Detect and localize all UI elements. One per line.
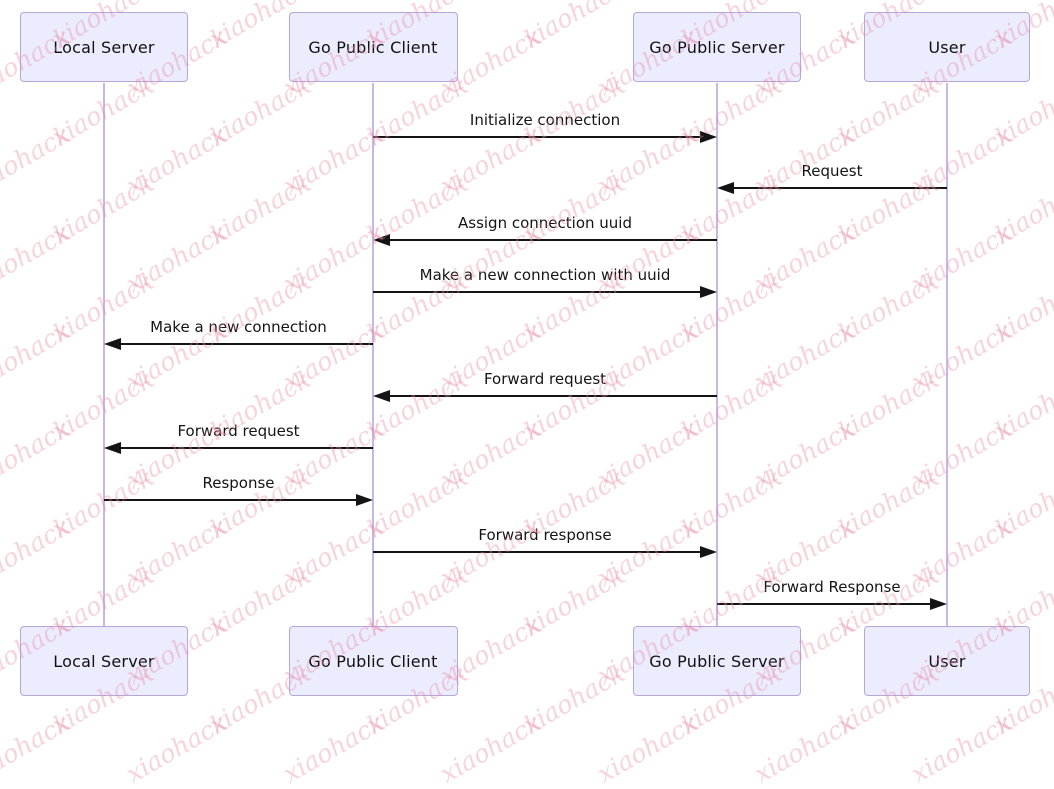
watermark-text: xiaohack: [518, 168, 630, 250]
lifeline-go-public-client: [372, 83, 374, 626]
watermark-text: xiaohack: [0, 560, 2, 641]
lifeline-user: [946, 83, 948, 626]
watermark-text: xiaohack: [989, 462, 1054, 544]
watermark-text: xiaohack: [0, 70, 2, 151]
watermark-text: xiaohack: [0, 658, 2, 739]
message-line-3: [373, 291, 702, 293]
message-label-7: Response: [202, 474, 275, 492]
watermark-text: xiaohack: [0, 511, 76, 593]
message-label-8: Forward response: [478, 526, 612, 544]
message-line-8: [373, 551, 702, 553]
watermark-text: xiaohack: [204, 70, 316, 152]
actor-label-user: User: [928, 37, 966, 57]
message-label-9: Forward Response: [763, 578, 901, 596]
actor-label-go-public-server: Go Public Server: [649, 37, 785, 57]
message-line-7: [104, 499, 358, 501]
watermark-text: xiaohack: [435, 707, 547, 789]
watermark-text: xiaohack: [435, 119, 547, 201]
watermark-text: xiaohack: [592, 413, 704, 495]
actor-box-top-local-server: Local Server: [20, 12, 188, 82]
message-arrowhead-1: [717, 182, 734, 194]
watermark-text: xiaohack: [832, 364, 944, 446]
message-arrowhead-4: [104, 338, 121, 350]
watermark-text: xiaohack: [832, 462, 944, 544]
watermark-text: xiaohack: [832, 266, 944, 348]
watermark-text: xiaohack: [518, 0, 630, 54]
actor-box-top-user: User: [864, 12, 1030, 82]
message-label-2: Assign connection uuid: [458, 214, 632, 232]
actor-label-go-public-client: Go Public Client: [308, 651, 438, 671]
watermark-text: xiaohack: [906, 413, 1018, 495]
watermark-text: xiaohack: [0, 168, 2, 249]
message-line-2: [388, 239, 717, 241]
watermark-text: xiaohack: [0, 364, 2, 445]
watermark-text: xiaohack: [989, 70, 1054, 152]
watermark-text: xiaohack: [906, 707, 1018, 789]
message-line-6: [119, 447, 373, 449]
actor-label-go-public-client: Go Public Client: [308, 37, 438, 57]
watermark-text: xiaohack: [0, 707, 76, 789]
message-arrowhead-3: [700, 286, 717, 298]
watermark-text: xiaohack: [121, 119, 233, 201]
message-arrowhead-6: [104, 442, 121, 454]
actor-box-bottom-go-public-client: Go Public Client: [288, 626, 458, 696]
actor-label-go-public-server: Go Public Server: [649, 651, 785, 671]
watermark-text: xiaohack: [278, 707, 390, 789]
message-label-6: Forward request: [177, 422, 300, 440]
watermark-text: xiaohack: [0, 266, 2, 347]
watermark-text: xiaohack: [749, 707, 861, 789]
message-arrowhead-2: [373, 234, 390, 246]
message-line-0: [373, 136, 702, 138]
message-label-5: Forward request: [483, 370, 607, 388]
watermark-text: xiaohack: [0, 315, 76, 397]
lifeline-go-public-server: [716, 83, 718, 626]
watermark-text: xiaohack: [989, 168, 1054, 250]
actor-label-user: User: [928, 651, 966, 671]
message-arrowhead-7: [356, 494, 373, 506]
watermark-text: xiaohack: [0, 413, 76, 495]
watermark-text: xiaohack: [121, 217, 233, 299]
watermark-text: xiaohack: [121, 707, 233, 789]
message-line-1: [732, 187, 947, 189]
actor-box-top-go-public-client: Go Public Client: [288, 12, 458, 82]
message-line-5: [388, 395, 717, 397]
watermark-text: xiaohack: [906, 217, 1018, 299]
watermark-text: xiaohack: [518, 658, 630, 740]
watermark-text: xiaohack: [906, 315, 1018, 397]
message-arrowhead-9: [930, 598, 947, 610]
watermark-text: xiaohack: [832, 70, 944, 152]
watermark-text: xiaohack: [0, 119, 76, 201]
message-label-4: Make a new connection: [150, 318, 327, 336]
message-arrowhead-0: [700, 131, 717, 143]
watermark-text: xiaohack: [749, 217, 861, 299]
message-label-3: Make a new connection with uuid: [419, 266, 671, 284]
actor-box-bottom-user: User: [864, 626, 1030, 696]
watermark-text: xiaohack: [592, 707, 704, 789]
watermark-text: xiaohack: [0, 217, 76, 299]
watermark-text: xiaohack: [989, 266, 1054, 348]
message-line-9: [717, 603, 932, 605]
watermark-text: xiaohack: [0, 462, 2, 543]
actor-box-top-go-public-server: Go Public Server: [633, 12, 801, 82]
watermark-text: xiaohack: [989, 364, 1054, 446]
actor-label-local-server: Local Server: [53, 37, 155, 57]
watermark-text: xiaohack: [0, 0, 2, 54]
message-label-1: Request: [801, 162, 863, 180]
message-label-0: Initialize connection: [469, 111, 621, 129]
watermark-text: xiaohack: [749, 315, 861, 397]
watermark-text: xiaohack: [592, 119, 704, 201]
message-arrowhead-5: [373, 390, 390, 402]
watermark-text: xiaohack: [121, 511, 233, 593]
actor-box-bottom-go-public-server: Go Public Server: [633, 626, 801, 696]
watermark-text: xiaohack: [204, 168, 316, 250]
actor-label-local-server: Local Server: [53, 651, 155, 671]
actor-box-bottom-local-server: Local Server: [20, 626, 188, 696]
message-line-4: [119, 343, 373, 345]
watermark-text: xiaohack: [518, 560, 630, 642]
watermark-text: xiaohack: [435, 413, 547, 495]
lifeline-local-server: [103, 83, 105, 626]
watermark-text: xiaohack: [749, 413, 861, 495]
message-arrowhead-8: [700, 546, 717, 558]
